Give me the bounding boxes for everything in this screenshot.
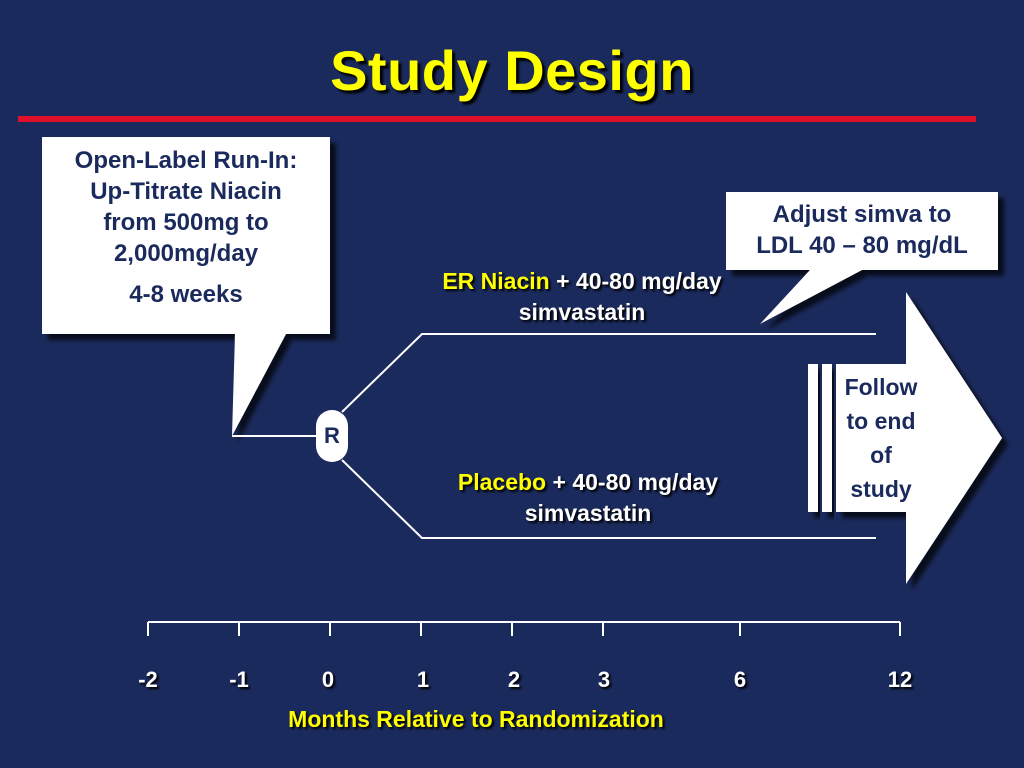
run-in-line-3: from 500mg to <box>103 209 269 236</box>
follow-line-4: study <box>850 476 912 502</box>
follow-line-2: to end <box>846 408 916 434</box>
tick-label-minus-2: -2 <box>138 667 158 692</box>
run-in-line-1: Open-Label Run-In: <box>74 147 298 174</box>
niacin-arm-name: ER Niacin <box>442 268 550 294</box>
placebo-arm-line <box>341 459 876 539</box>
niacin-arm-label: ER Niacin + 40-80 mg/day simvastatin <box>396 266 768 328</box>
tick-label-12: 12 <box>887 667 913 692</box>
placebo-arm-drug: simvastatin <box>524 500 652 526</box>
tick-label-3: 3 <box>597 667 611 692</box>
tick-label-6: 6 <box>733 667 747 692</box>
timeline-axis <box>147 621 901 636</box>
slide-title: Study Design <box>330 39 694 102</box>
placebo-arm-label: Placebo + 40-80 mg/day simvastatin <box>402 467 774 529</box>
follow-line-1: Follow <box>844 374 918 400</box>
run-in-callout <box>42 137 330 436</box>
tick-label-1: 1 <box>416 667 430 692</box>
run-in-line-4: 2,000mg/day <box>113 240 259 267</box>
run-in-line-2: Up-Titrate Niacin <box>90 178 282 205</box>
niacin-arm-drug: simvastatin <box>518 299 646 325</box>
tick-label-0: 0 <box>321 667 335 692</box>
adjust-line-1: Adjust simva to <box>772 201 952 228</box>
barrier-bar-1 <box>808 364 818 512</box>
placebo-arm-name: Placebo <box>457 469 547 495</box>
adjust-text: Adjust simva to LDL 40 – 80 mg/dL <box>726 199 998 261</box>
title-divider <box>18 116 976 122</box>
timeline-axis-title: Months Relative to Randomization <box>288 706 664 732</box>
tick-label-2: 2 <box>507 667 521 692</box>
placebo-arm-dose: + 40-80 mg/day <box>546 469 719 495</box>
niacin-arm-dose: + 40-80 mg/day <box>549 268 722 294</box>
run-in-duration: 4-8 weeks <box>129 281 243 308</box>
follow-line-3: of <box>870 442 892 468</box>
follow-text: Follow to end of study <box>838 370 924 506</box>
adjust-callout <box>726 192 998 324</box>
randomization-label: R <box>324 423 340 448</box>
randomization-node <box>316 410 348 462</box>
run-in-text: Open-Label Run-In: Up-Titrate Niacin fro… <box>42 145 330 310</box>
niacin-arm-line <box>341 333 876 413</box>
follow-arrow <box>836 292 1002 584</box>
tick-label-minus-1: -1 <box>229 667 249 692</box>
barrier-bar-2 <box>822 364 832 512</box>
adjust-line-2: LDL 40 – 80 mg/dL <box>756 232 968 259</box>
